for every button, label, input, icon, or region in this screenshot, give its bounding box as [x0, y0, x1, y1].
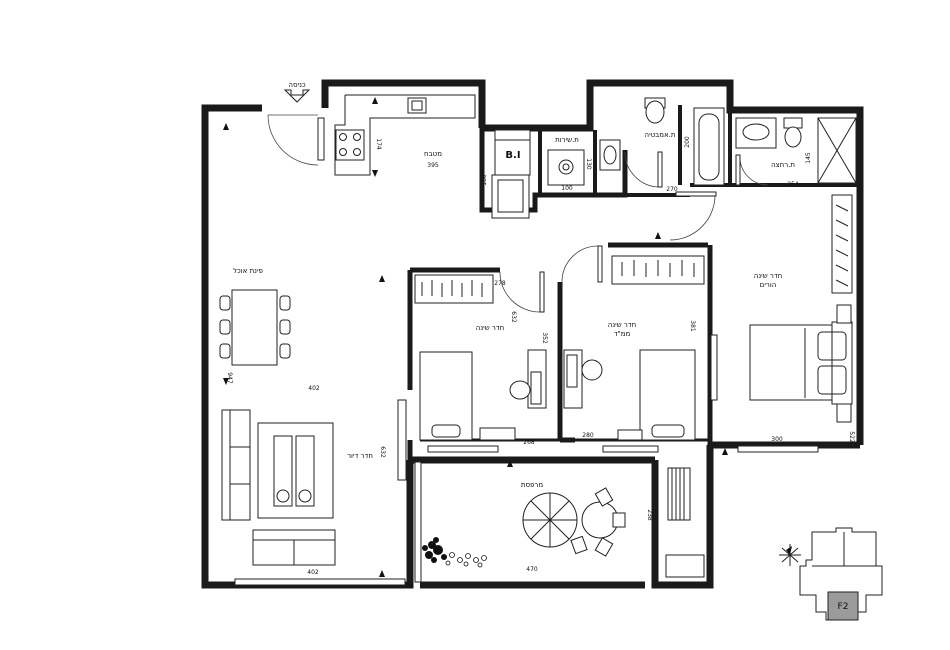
- dim-kitchen-width: 395: [427, 162, 439, 169]
- dim-balcony-height: 238: [646, 509, 653, 521]
- mamad-label-line2: ממ"ד: [614, 330, 631, 338]
- kitchen-label: מטבח: [424, 150, 442, 158]
- living-dining-furniture: [219, 289, 336, 566]
- dim-kitchen-height: 174: [375, 138, 382, 150]
- services-label: ת.שירות: [555, 136, 579, 144]
- master-bedroom-label-line1: חדר שינה: [754, 272, 782, 280]
- dim-bedroom-side: 278: [494, 280, 506, 287]
- master-bedroom-furniture: [749, 304, 853, 423]
- dim-master-height: 522: [848, 431, 855, 443]
- entrance-arrow-icon: [283, 89, 311, 103]
- dim-hall-width: 270: [666, 186, 678, 193]
- kitchen-fixtures: [334, 94, 531, 219]
- builtin-label: B.I: [505, 150, 520, 161]
- bedroom-label: חדר שינה: [476, 324, 504, 332]
- dim-living-bottom: 402: [307, 569, 319, 576]
- dim-bi-height: 180: [481, 174, 488, 186]
- key-plan-unit-highlight: [827, 591, 859, 621]
- dim-wash-width: 100: [561, 185, 573, 192]
- shower-room-label: ת.רחצה: [771, 161, 795, 169]
- entrance-label: כניסה: [288, 81, 305, 89]
- dim-mamad-height: 381: [689, 320, 696, 332]
- outer-walls: [201, 79, 864, 589]
- dim-bedroom-height: 632: [510, 311, 517, 323]
- master-bedroom-label-line2: הורים: [760, 281, 777, 289]
- bathroom-label: ת.אמבטיה: [645, 131, 676, 139]
- dim-bedroom-width: 268: [523, 439, 535, 446]
- unit-label: F2: [838, 602, 849, 612]
- windows: [234, 117, 819, 586]
- dim-balcony-width: 470: [526, 566, 538, 573]
- mamad-furniture: [563, 255, 705, 441]
- dim-shower-height: 145: [805, 152, 812, 164]
- key-plan: [799, 527, 883, 621]
- dim-bath-height: 200: [684, 136, 691, 148]
- dim-living-width: 402: [308, 385, 320, 392]
- balcony-label: מרפסת: [521, 481, 543, 489]
- dim-bedroom-height-2: 352: [541, 332, 548, 344]
- dim-living-height: 947: [226, 372, 233, 384]
- doors: [267, 114, 769, 313]
- living-room-label: חדר דיור: [347, 452, 373, 460]
- bedroom-1-furniture: [414, 274, 547, 441]
- wet-area-fixtures: [547, 97, 857, 294]
- dim-living-side: 632: [379, 446, 386, 458]
- mamad-label-line1: חדר שינה: [608, 321, 636, 329]
- dim-mamad-width: 280: [582, 432, 594, 439]
- balcony-furniture: [422, 467, 705, 578]
- dim-master-width: 300: [771, 436, 783, 443]
- compass-icon: [779, 544, 801, 566]
- dim-wash-height: 130: [585, 158, 592, 170]
- dim-shower-width: 254: [787, 181, 799, 188]
- direction-markers: [223, 97, 728, 577]
- dining-label: פינת אוכל: [233, 267, 263, 275]
